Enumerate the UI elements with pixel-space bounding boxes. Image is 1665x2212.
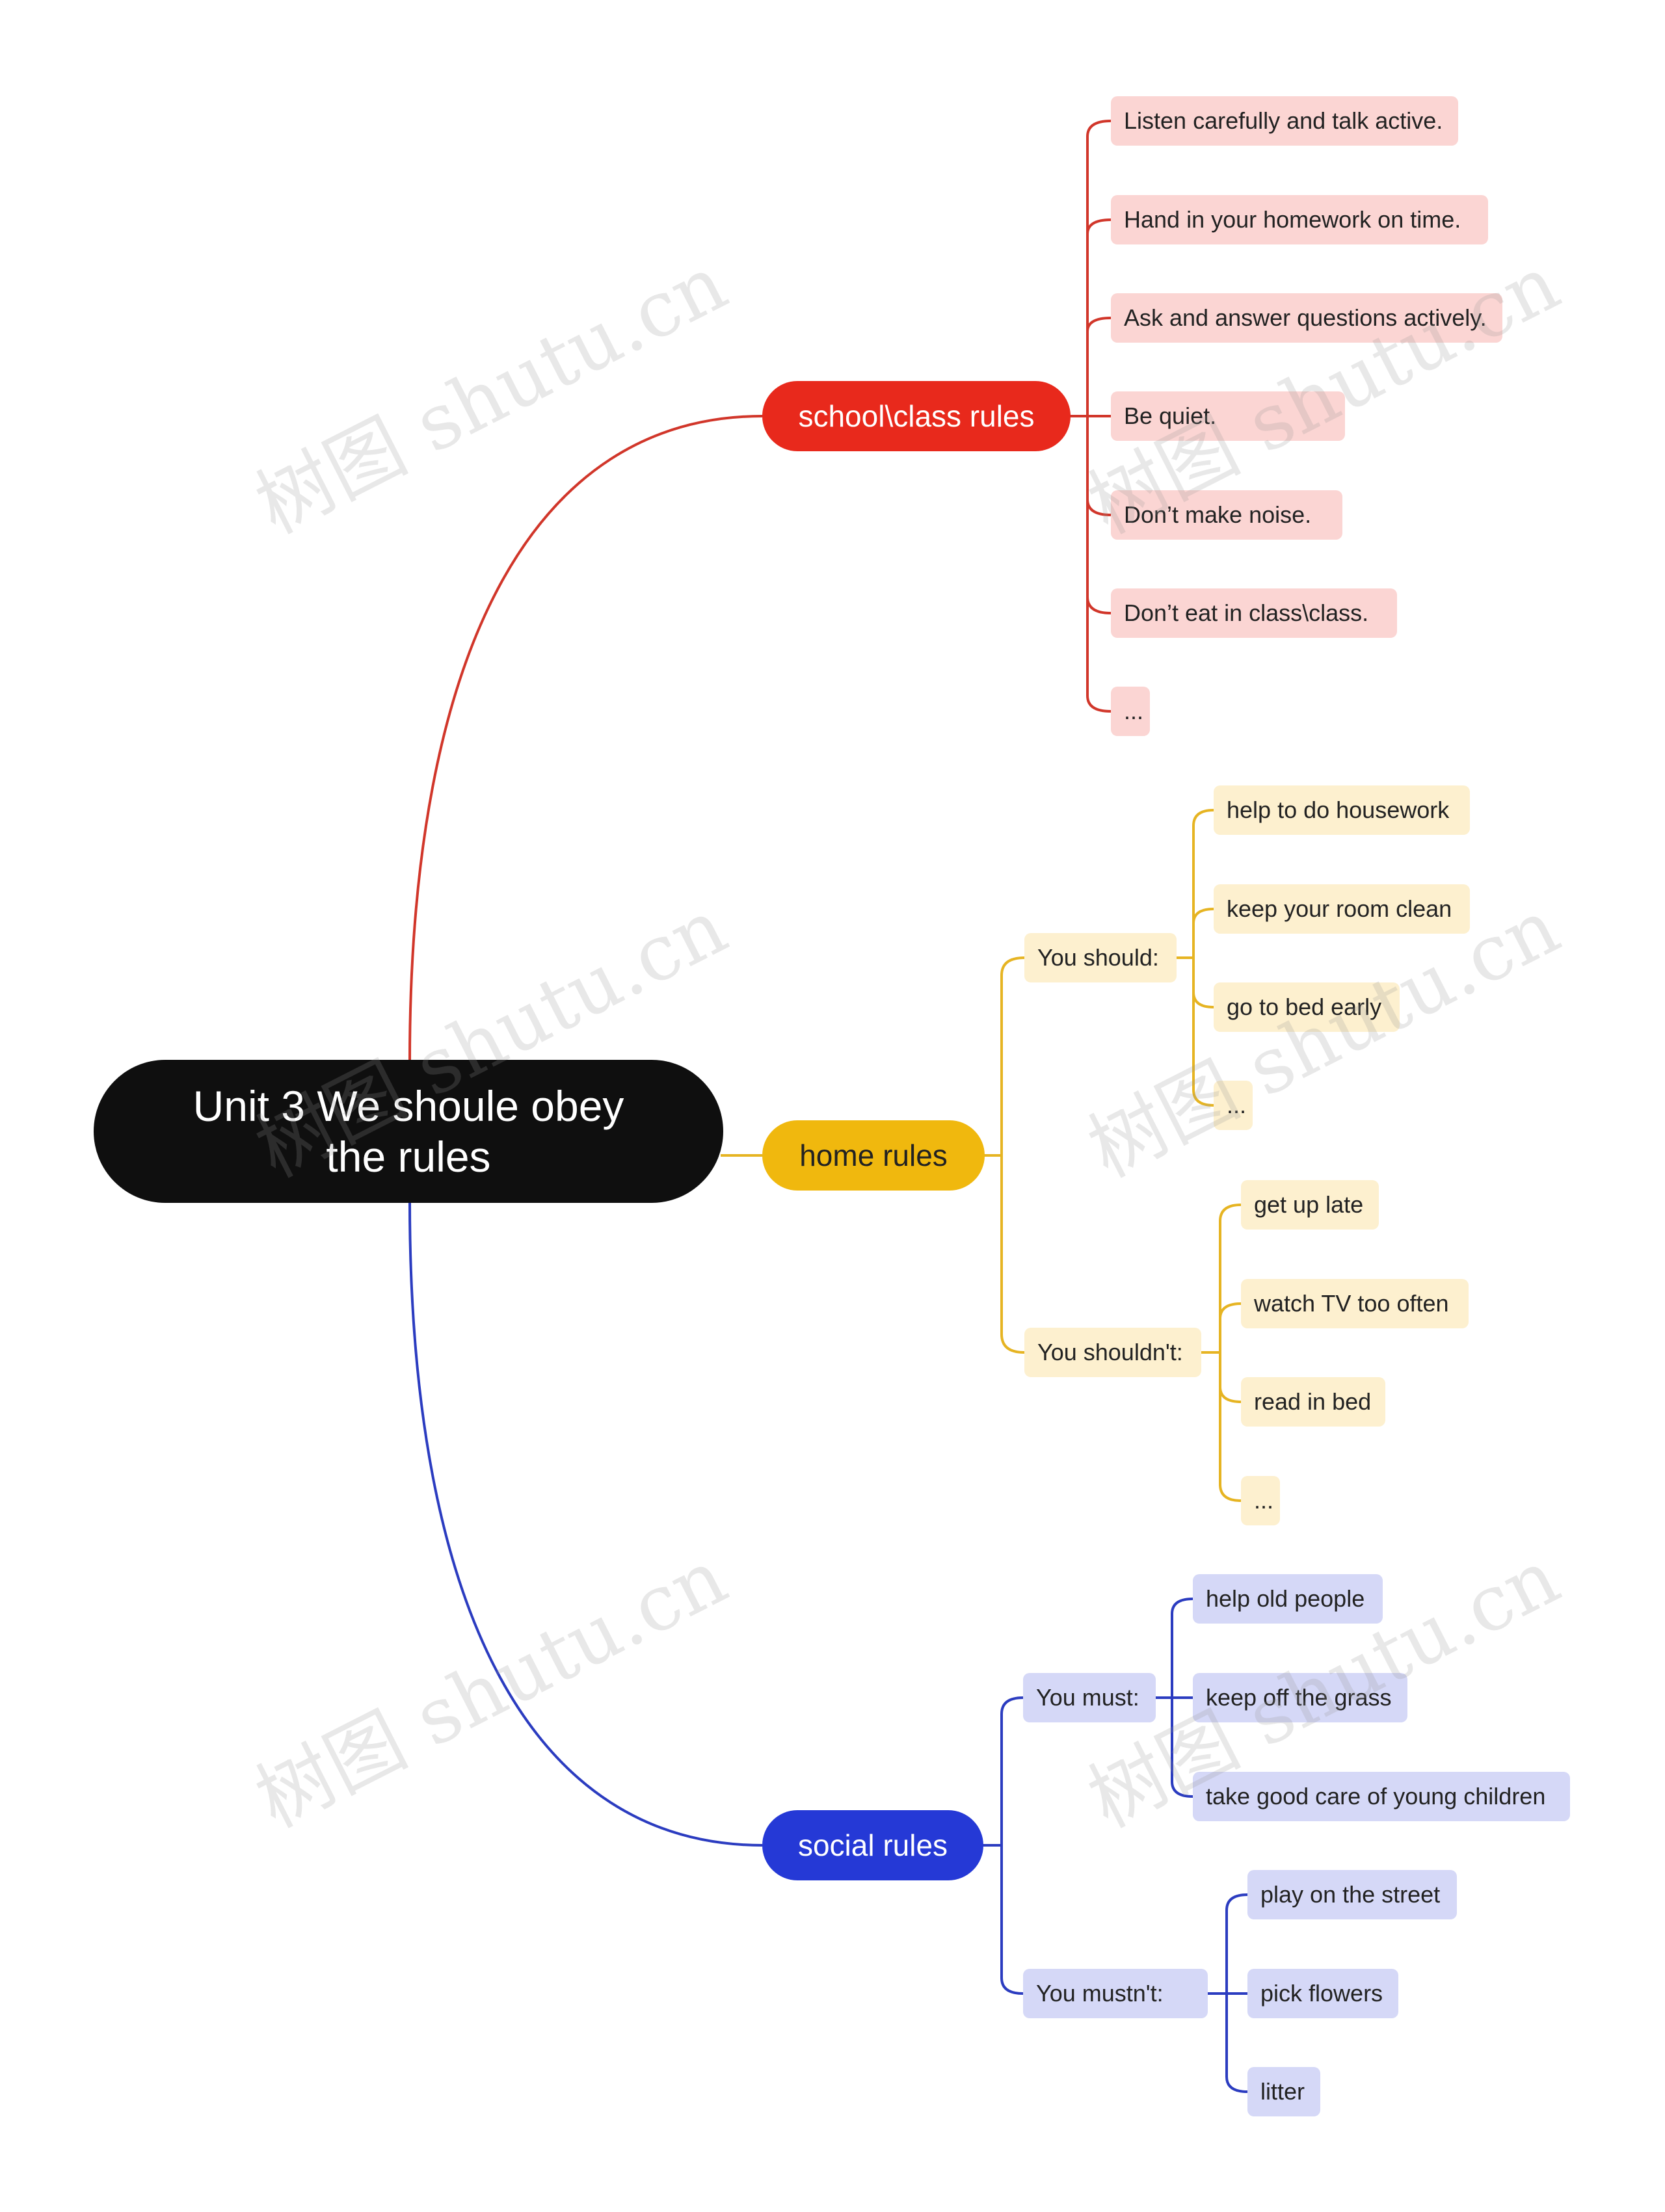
root-title-line2: the rules: [326, 1133, 491, 1181]
home-should-item-3-label: go to bed early: [1227, 994, 1382, 1020]
home-shouldnt-item-4[interactable]: ...: [1241, 1476, 1280, 1525]
home-shouldnt-item-4-label: ...: [1254, 1487, 1274, 1514]
social-mustnt[interactable]: You mustn't:: [1023, 1969, 1208, 2018]
topic-home-rules-label: home rules: [799, 1139, 948, 1172]
school-item-4[interactable]: Be quiet.: [1111, 391, 1345, 441]
social-mustnt-item-1[interactable]: play on the street: [1247, 1870, 1457, 1919]
home-should[interactable]: You should:: [1024, 933, 1177, 982]
home-should-item-2[interactable]: keep your room clean: [1214, 884, 1470, 934]
home-shouldnt[interactable]: You shouldn't:: [1024, 1328, 1201, 1377]
home-shouldnt-item-1[interactable]: get up late: [1241, 1180, 1379, 1230]
topic-school-rules[interactable]: school\class rules: [762, 381, 1071, 451]
social-must-item-1[interactable]: help old people: [1193, 1574, 1383, 1624]
home-shouldnt-label: You shouldn't:: [1037, 1339, 1183, 1365]
connector-school-items: [1069, 120, 1112, 713]
school-item-1[interactable]: Listen carefully and talk active.: [1111, 96, 1458, 146]
social-mustnt-item-1-label: play on the street: [1260, 1881, 1441, 1908]
social-mustnt-item-2[interactable]: pick flowers: [1247, 1969, 1398, 2018]
school-item-7-label: ...: [1124, 698, 1144, 724]
school-item-2[interactable]: Hand in your homework on time.: [1111, 195, 1488, 244]
school-item-3-label: Ask and answer questions actively.: [1124, 304, 1487, 331]
home-should-item-4[interactable]: ...: [1214, 1081, 1253, 1130]
school-item-2-label: Hand in your homework on time.: [1124, 206, 1461, 233]
home-should-label: You should:: [1037, 944, 1159, 971]
social-must[interactable]: You must:: [1023, 1673, 1156, 1722]
social-mustnt-item-3-label: litter: [1260, 2078, 1305, 2105]
root-topic[interactable]: Unit 3 We shoule obey the rules: [94, 1060, 723, 1203]
social-must-item-3[interactable]: take good care of young children: [1193, 1772, 1570, 1821]
home-shouldnt-item-3-label: read in bed: [1254, 1388, 1372, 1415]
school-item-6[interactable]: Don’t eat in class\class.: [1111, 588, 1397, 638]
social-must-item-2[interactable]: keep off the grass: [1193, 1673, 1407, 1722]
root-title-line1: Unit 3 We shoule obey: [193, 1082, 624, 1130]
school-item-7[interactable]: ...: [1111, 687, 1150, 736]
home-shouldnt-item-1-label: get up late: [1254, 1191, 1364, 1218]
connector-home-subs: [983, 809, 1242, 1502]
school-item-3[interactable]: Ask and answer questions actively.: [1111, 293, 1502, 343]
home-should-item-2-label: keep your room clean: [1227, 895, 1452, 922]
school-item-4-label: Be quiet.: [1124, 402, 1217, 429]
home-should-item-1[interactable]: help to do housework: [1214, 785, 1470, 835]
school-item-1-label: Listen carefully and talk active.: [1124, 107, 1443, 134]
topic-social-rules[interactable]: social rules: [762, 1810, 983, 1880]
topic-school-rules-label: school\class rules: [798, 399, 1035, 433]
social-mustnt-item-3[interactable]: litter: [1247, 2067, 1320, 2116]
social-must-item-3-label: take good care of young children: [1206, 1783, 1546, 1810]
topic-home-rules[interactable]: home rules: [762, 1120, 985, 1191]
home-shouldnt-item-3[interactable]: read in bed: [1241, 1377, 1385, 1427]
school-item-6-label: Don’t eat in class\class.: [1124, 599, 1369, 626]
home-should-item-4-label: ...: [1227, 1092, 1247, 1118]
topic-social-rules-label: social rules: [797, 1828, 948, 1862]
home-should-item-3[interactable]: go to bed early: [1214, 982, 1400, 1032]
school-item-5-label: Don’t make noise.: [1124, 501, 1312, 528]
social-must-item-1-label: help old people: [1206, 1585, 1365, 1612]
social-must-item-2-label: keep off the grass: [1206, 1684, 1392, 1711]
connector-root-social: [408, 1201, 763, 1847]
home-shouldnt-item-2-label: watch TV too often: [1254, 1290, 1449, 1317]
connector-social-subs: [982, 1598, 1248, 2093]
social-mustnt-item-2-label: pick flowers: [1260, 1980, 1383, 2007]
connector-root-school: [408, 415, 763, 1062]
home-shouldnt-item-2[interactable]: watch TV too often: [1241, 1279, 1469, 1328]
school-item-5[interactable]: Don’t make noise.: [1111, 490, 1342, 540]
social-mustnt-label: You mustn't:: [1036, 1980, 1164, 2007]
home-should-item-1-label: help to do housework: [1227, 797, 1450, 823]
social-must-label: You must:: [1036, 1684, 1139, 1711]
